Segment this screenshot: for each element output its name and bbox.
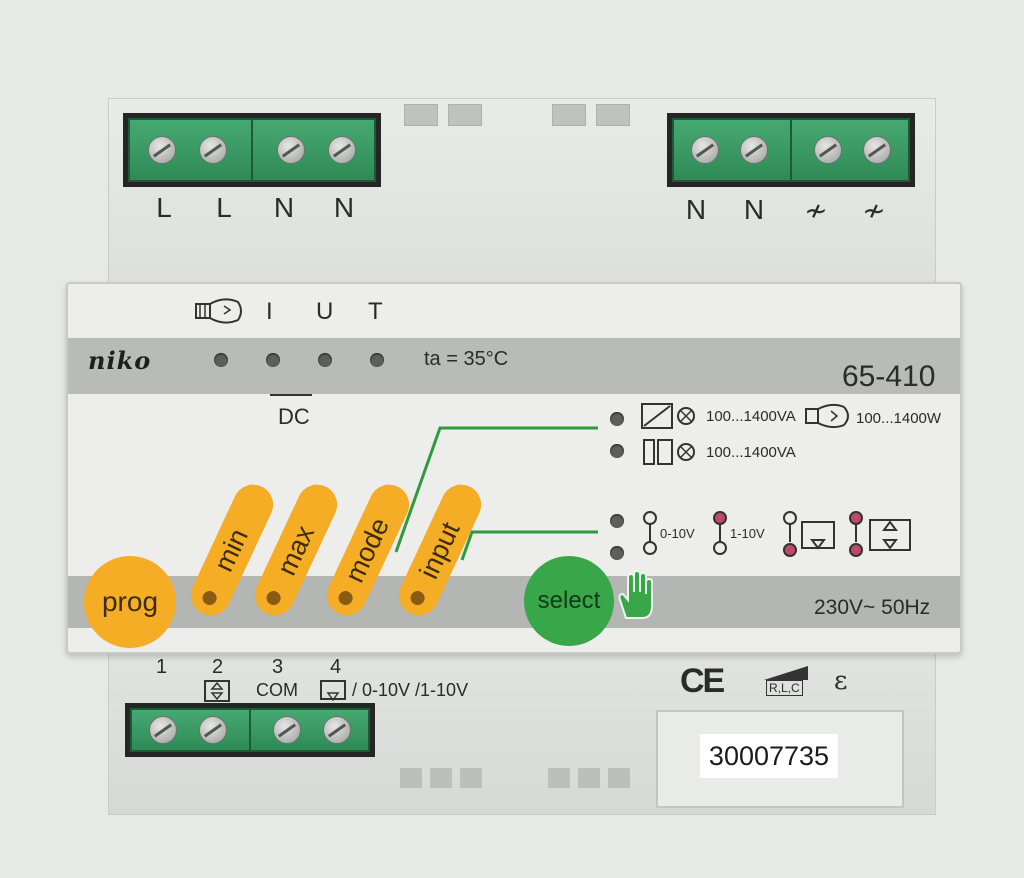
- terminal-label: N: [333, 192, 355, 223]
- terminal-divider: [249, 710, 251, 750]
- terminal-screw[interactable]: [273, 716, 301, 744]
- led-indicator: [610, 546, 624, 560]
- updown-icon: [202, 678, 232, 709]
- terminal-screw[interactable]: [740, 136, 769, 164]
- serial-number: 30007735: [700, 734, 838, 778]
- terminal-screw[interactable]: [690, 136, 719, 164]
- vent-slot: [578, 768, 600, 788]
- terminal-number: 3: [272, 656, 284, 678]
- led-indicator: [214, 353, 228, 367]
- com-label: COM: [256, 680, 298, 700]
- adjust-hole: [200, 588, 219, 608]
- rating-lamp: 100...1400W: [856, 410, 942, 427]
- electronic-transformer-icon: [640, 438, 702, 471]
- lamp-icon: [804, 402, 854, 435]
- output-110v-label: 1-10V: [730, 526, 765, 541]
- terminal-divider: [789, 120, 792, 180]
- down-icon: [318, 678, 348, 709]
- model-number: 65-410: [842, 360, 936, 393]
- terminal-screw[interactable]: [813, 136, 842, 164]
- top-right-terminal-block: [672, 118, 910, 182]
- transformer-load-icon: [640, 400, 702, 437]
- led-indicator: [610, 444, 624, 458]
- indicator-label: I: [266, 298, 273, 325]
- adjust-hole: [336, 588, 355, 608]
- led-indicator: [370, 353, 384, 367]
- terminal-label: N: [743, 194, 765, 225]
- terminal-screw[interactable]: [863, 136, 892, 164]
- terminal-number: 1: [156, 656, 168, 678]
- terminal-screw[interactable]: [323, 716, 351, 744]
- output-110v-icon: [710, 510, 730, 561]
- vent-slot: [448, 104, 482, 126]
- indicator-label: U: [316, 298, 334, 325]
- led-indicator: [610, 514, 624, 528]
- ambient-temperature: ta = 35°C: [424, 348, 509, 370]
- terminal-label: L: [156, 192, 172, 223]
- prog-label: prog: [101, 586, 159, 617]
- vent-slot: [460, 768, 482, 788]
- vent-slot: [608, 768, 630, 788]
- terminal-label: N: [273, 192, 295, 223]
- terminal-divider: [250, 120, 253, 180]
- led-indicator: [318, 353, 332, 367]
- vent-slot: [430, 768, 452, 788]
- led-indicator: [266, 353, 280, 367]
- dim-output-label: / 0-10V /1-10V: [352, 680, 469, 700]
- vent-slot: [404, 104, 438, 126]
- terminal-screw[interactable]: [199, 716, 227, 744]
- rating-rlc: 100...1400VA: [706, 408, 796, 425]
- bottom-terminal-block: [130, 708, 370, 752]
- vent-slot: [552, 104, 586, 126]
- lamp-icon: [194, 296, 246, 331]
- led-indicator: [610, 412, 624, 426]
- vent-slot: [400, 768, 422, 788]
- vent-slot: [548, 768, 570, 788]
- indicator-label: T: [368, 298, 383, 325]
- terminal-screw[interactable]: [149, 716, 177, 744]
- terminal-label: L: [216, 192, 232, 223]
- select-label: select: [537, 587, 601, 614]
- output-010v-label: 0-10V: [660, 526, 695, 541]
- select-button[interactable]: select: [524, 556, 614, 646]
- terminal-label: ≁: [804, 195, 828, 226]
- vent-slot: [596, 104, 630, 126]
- relay-updown-icon: [846, 510, 916, 565]
- hand-icon: [612, 569, 662, 627]
- terminal-label: N: [685, 194, 707, 225]
- ce-mark: CE: [680, 662, 725, 700]
- output-010v-icon: [640, 510, 660, 561]
- terminal-screw[interactable]: [147, 136, 176, 164]
- rating-electronic: 100...1400VA: [706, 444, 796, 461]
- terminal-number: 4: [330, 656, 342, 678]
- terminal-screw[interactable]: [199, 136, 228, 164]
- terminal-screw[interactable]: [328, 136, 357, 164]
- supply-rating: 230V~ 50Hz: [814, 596, 931, 619]
- top-left-terminal-block: [128, 118, 376, 182]
- epsilon-mark: ε: [834, 666, 848, 696]
- dc-overline: [270, 394, 312, 396]
- terminal-label: ≁: [862, 195, 886, 226]
- rlc-mark: R,L,C: [762, 664, 812, 698]
- adjust-hole: [264, 588, 283, 608]
- label-area: [656, 710, 904, 808]
- rlc-text: R,L,C: [766, 680, 803, 696]
- relay-down-icon: [780, 510, 840, 565]
- terminal-screw[interactable]: [276, 136, 305, 164]
- dc-label: DC: [278, 404, 310, 429]
- prog-button[interactable]: prog: [84, 556, 176, 648]
- brand-logo: niko: [88, 346, 152, 375]
- terminal-number: 2: [212, 656, 224, 678]
- adjust-hole: [408, 588, 427, 608]
